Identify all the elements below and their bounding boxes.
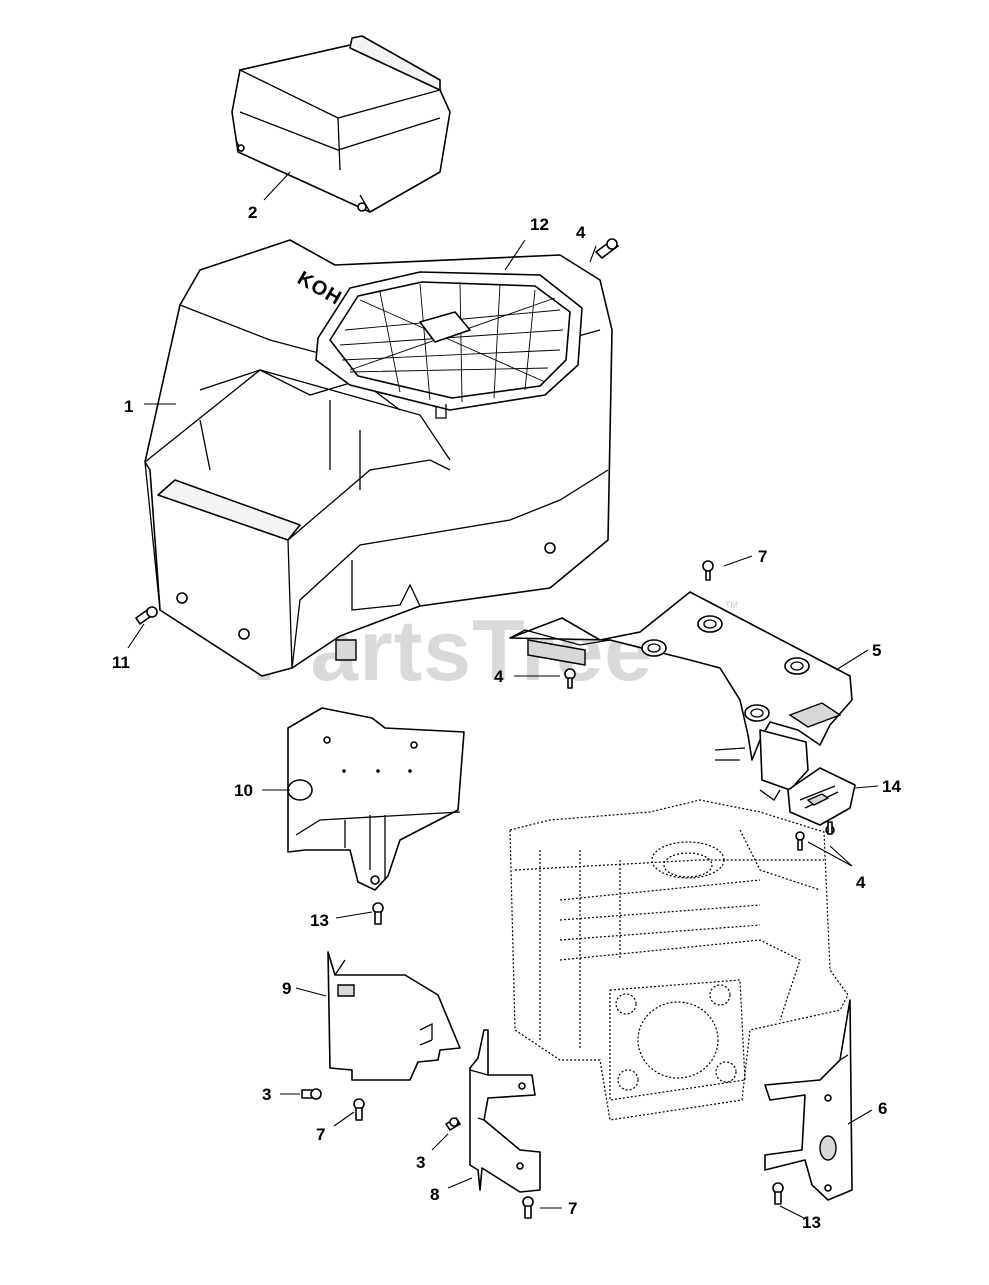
part-12-grass-screen[interactable] (315, 271, 583, 419)
callout-labels: 2 12 4 1 11 7 4 5 14 10 4 13 9 3 7 3 8 7… (112, 203, 901, 1232)
part-2-air-cleaner-cover[interactable] (231, 35, 451, 213)
screw-7-left[interactable] (353, 1098, 365, 1121)
part-6-baffle[interactable] (764, 999, 853, 1201)
callout-4: 4 (576, 223, 586, 242)
callout-6: 6 (878, 1099, 887, 1118)
screw-13-upper[interactable] (372, 902, 384, 925)
callout-1: 1 (124, 397, 133, 416)
screw-13-lower[interactable] (772, 1182, 784, 1205)
part-14-rectifier[interactable] (787, 767, 856, 826)
callout-7: 7 (316, 1125, 325, 1144)
callout-7: 7 (758, 547, 767, 566)
callout-13: 13 (802, 1213, 821, 1232)
leader-lines (127, 171, 879, 1219)
screw-7-bottom[interactable] (522, 1196, 534, 1219)
callout-13: 13 (310, 911, 329, 930)
callout-12: 12 (530, 215, 549, 234)
screw-4-mid[interactable] (564, 668, 576, 689)
screw-3-left[interactable] (301, 1088, 322, 1100)
callout-3: 3 (416, 1153, 425, 1172)
part-10-shroud[interactable] (287, 707, 465, 891)
screws-4-rectifier[interactable] (795, 821, 835, 851)
callout-14: 14 (882, 777, 901, 796)
screw-4-top[interactable] (595, 238, 619, 259)
callout-9: 9 (282, 979, 291, 998)
screw-7-top[interactable] (702, 560, 714, 581)
callout-3: 3 (262, 1085, 271, 1104)
callout-4: 4 (856, 873, 866, 892)
callout-8: 8 (430, 1185, 439, 1204)
callout-4: 4 (494, 667, 504, 686)
part-5-baffle[interactable] (509, 591, 853, 801)
part-9-side-baffle[interactable] (327, 951, 461, 1081)
screw-11[interactable] (135, 606, 158, 625)
svg-text:TM: TM (725, 600, 738, 610)
engine-block-reference (509, 799, 849, 1121)
screw-3-mid[interactable] (445, 1117, 461, 1131)
callout-2: 2 (248, 203, 257, 222)
callout-7: 7 (568, 1199, 577, 1218)
part-8-baffle[interactable] (469, 1029, 541, 1193)
callout-5: 5 (872, 641, 881, 660)
callout-10: 10 (234, 781, 253, 800)
callout-11: 11 (112, 653, 130, 672)
